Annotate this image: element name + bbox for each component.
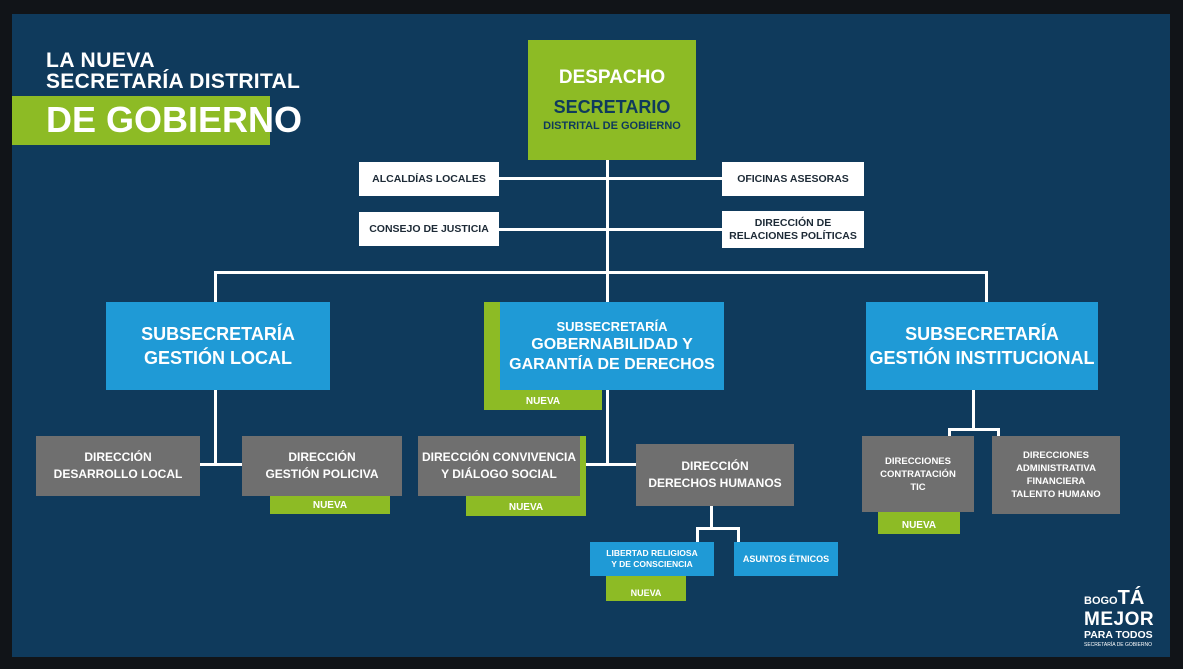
consejo-justicia-label: CONSEJO DE JUSTICIA — [369, 222, 489, 235]
asuntos-etnicos-box: ASUNTOS ÉTNICOS — [734, 542, 838, 576]
libertad-line-2: Y DE CONSCIENCIA — [611, 559, 693, 569]
org-chart-canvas: LA NUEVA SECRETARÍA DISTRITAL DE GOBIERN… — [12, 14, 1170, 657]
libertad-religiosa-box: LIBERTAD RELIGIOSA Y DE CONSCIENCIA — [590, 542, 714, 576]
connector-to-sub-local — [214, 271, 217, 303]
dir-convivencia-line-1: DIRECCIÓN CONVIVENCIA — [421, 450, 576, 464]
dir-convivencia-line-2: Y DIÁLOGO SOCIAL — [441, 467, 557, 481]
connector-ddhh-right-drop — [737, 527, 740, 543]
dir-ddhh-line-2: DERECHOS HUMANOS — [648, 476, 782, 490]
dir-gestion-policiva-box: DIRECCIÓN GESTIÓN POLICIVA — [242, 436, 402, 496]
title-line-3: DE GOBIERNO — [46, 99, 303, 140]
dir-contratacion-line-2: CONTRATACIÓN — [880, 468, 956, 480]
title-line-2: SECRETARÍA DISTRITAL — [46, 70, 301, 93]
sub-gob-line-2: GOBERNABILIDAD Y — [531, 335, 693, 353]
dir-policiva-line-2: GESTIÓN POLICIVA — [265, 467, 379, 481]
dir-desarrollo-line-2: DESARROLLO LOCAL — [53, 467, 183, 481]
sub-gobernabilidad-box: SUBSECRETARÍA GOBERNABILIDAD Y GARANTÍA … — [500, 302, 724, 390]
dir-desarrollo-line-1: DIRECCIÓN — [84, 450, 152, 464]
dir-desarrollo-local-box: DIRECCIÓN DESARROLLO LOCAL — [36, 436, 200, 496]
dir-contratacion-line-1: DIRECCIONES — [885, 455, 951, 467]
sub-inst-line-1: SUBSECRETARÍA — [905, 324, 1059, 344]
dir-convivencia-box: DIRECCIÓN CONVIVENCIA Y DIÁLOGO SOCIAL — [418, 436, 580, 496]
connector-ddhh-trunk — [710, 505, 713, 529]
connector-local-trunk — [214, 390, 217, 465]
connector-ddhh-left-drop — [696, 527, 699, 543]
dir-admin-line-2: ADMINISTRATIVA — [1016, 463, 1096, 474]
sub-local-line-2: GESTIÓN LOCAL — [144, 348, 292, 368]
sub-inst-line-2: GESTIÓN INSTITUCIONAL — [869, 348, 1095, 368]
distrital-label: DISTRITAL DE GOBIERNO — [543, 120, 681, 132]
dir-admin-line-1: DIRECCIONES — [1023, 450, 1089, 461]
connector-to-sub-gob — [606, 271, 609, 303]
connector-local-bar — [200, 463, 242, 466]
dir-convivencia-nueva-label: NUEVA — [508, 502, 544, 513]
asuntos-etnicos-label: ASUNTOS ÉTNICOS — [742, 553, 830, 564]
logo-mejor: MEJOR — [1084, 609, 1155, 630]
sub-local-line-1: SUBSECRETARÍA — [141, 324, 295, 344]
connector-inst-right-drop — [997, 428, 1000, 438]
title-highlight — [12, 96, 270, 145]
secretario-label: SECRETARIO — [553, 97, 671, 117]
connector-gob-trunk — [606, 390, 609, 465]
connector-inst-bar — [948, 428, 1000, 431]
libertad-line-1: LIBERTAD RELIGIOSA — [606, 548, 698, 558]
logo-ta: TÁ — [1117, 587, 1145, 609]
relaciones-line-1: DIRECCIÓN DE — [754, 217, 832, 230]
sub-gestion-institucional-box: SUBSECRETARÍA GESTIÓN INSTITUCIONAL — [866, 302, 1098, 390]
alcaldias-locales-box: ALCALDÍAS LOCALES — [359, 162, 499, 196]
logo-bogota: BOGOTÁ — [1084, 588, 1168, 611]
dir-administrativa-box: DIRECCIONES ADMINISTRATIVA FINANCIERA TA… — [992, 436, 1120, 514]
alcaldias-locales-label: ALCALDÍAS LOCALES — [372, 172, 486, 185]
oficinas-asesoras-label: OFICINAS ASESORAS — [737, 172, 849, 185]
consejo-justicia-box: CONSEJO DE JUSTICIA — [359, 212, 499, 246]
despacho-box: DESPACHO SECRETARIO DISTRITAL DE GOBIERN… — [528, 40, 696, 160]
dir-policiva-line-1: DIRECCIÓN — [288, 450, 356, 464]
sub-gob-line-3: GARANTÍA DE DERECHOS — [509, 355, 715, 373]
chart-title: LA NUEVA SECRETARÍA DISTRITAL — [46, 50, 300, 93]
connector-inst-trunk — [972, 390, 975, 430]
dir-admin-line-4: TALENTO HUMANO — [1011, 489, 1101, 500]
dir-contratacion-nueva-label: NUEVA — [901, 520, 937, 531]
dir-derechos-humanos-box: DIRECCIÓN DERECHOS HUMANOS — [636, 444, 794, 506]
dir-ddhh-line-1: DIRECCIÓN — [681, 459, 749, 473]
connector-advisors-row2 — [498, 228, 722, 231]
relaciones-politicas-box: DIRECCIÓN DE RELACIONES POLÍTICAS — [722, 211, 864, 248]
dir-policiva-nueva-label: NUEVA — [312, 500, 348, 511]
logo-subtitle: SECRETARÍA DE GOBIERNO — [1084, 642, 1152, 648]
bogota-logo: BOGOTÁ MEJOR PARA TODOS SECRETARÍA DE GO… — [1084, 588, 1168, 649]
sub-gob-line-1: SUBSECRETARÍA — [556, 318, 668, 334]
sub-gestion-local-box: SUBSECRETARÍA GESTIÓN LOCAL — [106, 302, 330, 390]
dir-contratacion-box: DIRECCIONES CONTRATACIÓN TIC — [862, 436, 974, 512]
connector-advisors-row1 — [498, 177, 722, 180]
despacho-label: DESPACHO — [558, 67, 666, 88]
title-line-1: LA NUEVA — [46, 49, 155, 72]
connector-inst-left-drop — [948, 428, 951, 438]
connector-subsecretarias-bar — [214, 271, 988, 274]
connector-gob-bar — [580, 463, 636, 466]
dir-admin-line-3: FINANCIERA — [1026, 476, 1086, 487]
connector-ddhh-bar — [696, 527, 740, 530]
sub-gob-nueva-label: NUEVA — [525, 396, 561, 407]
relaciones-line-2: RELACIONES POLÍTICAS — [729, 229, 857, 242]
dir-contratacion-line-3: TIC — [910, 481, 926, 493]
connector-main-trunk — [606, 157, 609, 272]
logo-bogo: BOGO — [1084, 595, 1118, 607]
oficinas-asesoras-box: OFICINAS ASESORAS — [722, 162, 864, 196]
connector-to-sub-inst — [985, 271, 988, 303]
logo-para-todos: PARA TODOS — [1084, 629, 1153, 641]
libertad-nueva-label: NUEVA — [630, 588, 662, 598]
